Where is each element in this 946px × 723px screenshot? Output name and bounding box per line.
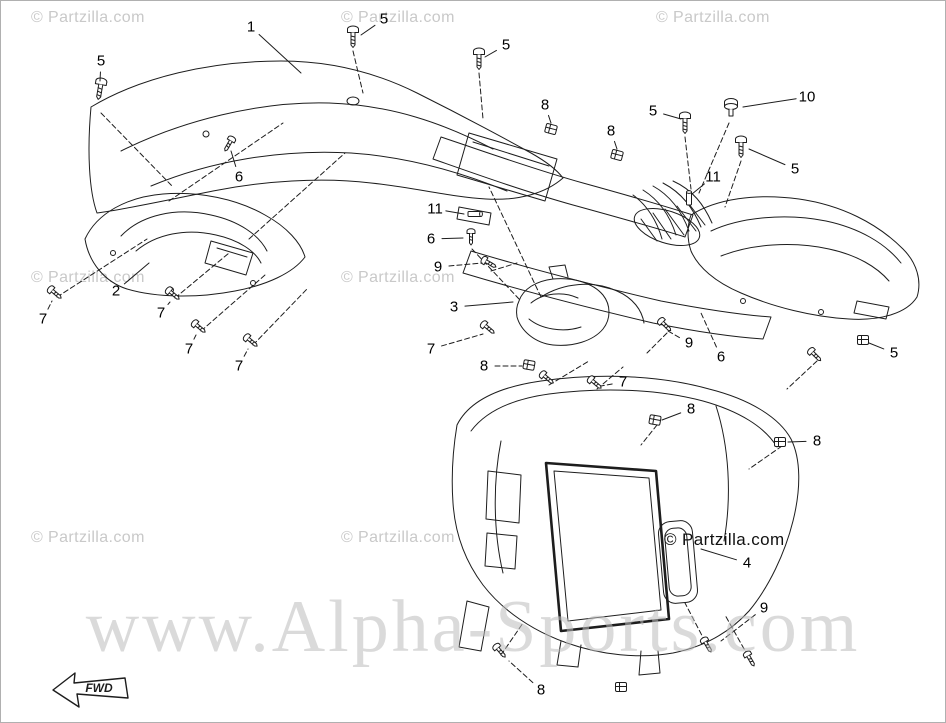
callout-2: 2 [111, 282, 121, 300]
leader-line [691, 183, 705, 195]
leader-line [484, 49, 497, 58]
callout-7: 7 [234, 357, 244, 375]
callout-5: 5 [790, 160, 800, 178]
callout-7: 7 [184, 340, 194, 358]
partzilla-watermark: © Partzilla.com [31, 9, 145, 26]
leader-line [720, 614, 756, 642]
callout-9: 9 [433, 258, 443, 276]
leader-line [441, 333, 484, 347]
callout-7: 7 [426, 340, 436, 358]
leader-layer [47, 24, 885, 684]
inner-fender-panel [84, 192, 306, 297]
callout-6: 6 [716, 348, 726, 366]
leader-line [667, 330, 680, 339]
leader-line [230, 150, 237, 167]
fwd-arrow-icon [52, 672, 129, 708]
callout-9: 9 [759, 599, 769, 617]
console-bracket [516, 264, 645, 346]
rear-fender-panel [687, 196, 920, 320]
partzilla-watermark-dark: © Partzilla.com [664, 530, 785, 549]
leader-line [547, 114, 552, 124]
partzilla-watermark: © Partzilla.com [341, 529, 455, 546]
callout-5: 5 [379, 10, 389, 28]
callout-5: 5 [501, 36, 511, 54]
assembly-construction-lines [56, 50, 818, 664]
callout-8: 8 [479, 357, 489, 375]
leader-line [441, 237, 464, 240]
callout-7: 7 [156, 304, 166, 322]
leader-line [243, 348, 249, 357]
leader-line [600, 383, 613, 387]
leader-line [700, 312, 717, 348]
callout-6: 6 [426, 230, 436, 248]
partzilla-watermark: © Partzilla.com [341, 269, 455, 286]
partzilla-watermark: © Partzilla.com [31, 529, 145, 546]
leader-line [258, 33, 302, 74]
leader-line [360, 24, 376, 36]
callout-3: 3 [449, 298, 459, 316]
callout-4: 4 [742, 554, 752, 572]
leader-line [167, 301, 171, 305]
leader-line [448, 262, 483, 267]
callout-9: 9 [684, 334, 694, 352]
callout-1: 1 [246, 18, 256, 36]
leader-line [508, 660, 534, 684]
callout-8: 8 [606, 122, 616, 140]
callout-6: 6 [234, 168, 244, 186]
partzilla-watermark: © Partzilla.com [656, 9, 770, 26]
leader-line [787, 440, 807, 443]
leader-line [613, 140, 618, 150]
leader-line [47, 300, 53, 310]
leader-line [464, 301, 514, 307]
callout-8: 8 [540, 96, 550, 114]
callout-10: 10 [798, 88, 816, 106]
leader-line [700, 548, 737, 561]
leader-line [193, 334, 197, 340]
rear-body-panel [451, 375, 800, 676]
callout-11: 11 [427, 200, 443, 218]
callout-7: 7 [618, 373, 628, 391]
callout-8: 8 [812, 432, 822, 450]
callout-5: 5 [889, 344, 899, 362]
leader-line [748, 148, 786, 166]
leader-line [661, 412, 682, 421]
callout-8: 8 [536, 681, 546, 699]
leader-line [663, 113, 682, 120]
callout-5: 5 [96, 52, 106, 70]
leader-line [742, 98, 797, 108]
callout-5: 5 [648, 102, 658, 120]
callout-11: 11 [705, 168, 721, 186]
callout-8: 8 [686, 400, 696, 418]
callout-7: 7 [38, 310, 48, 328]
leader-line [123, 262, 150, 285]
center-frame-member [432, 136, 772, 340]
partzilla-watermark: © Partzilla.com [341, 9, 455, 26]
leader-line [868, 342, 885, 350]
fwd-direction-indicator: FWD [49, 665, 139, 722]
fwd-label: FWD [85, 681, 113, 695]
leader-line [445, 210, 465, 215]
